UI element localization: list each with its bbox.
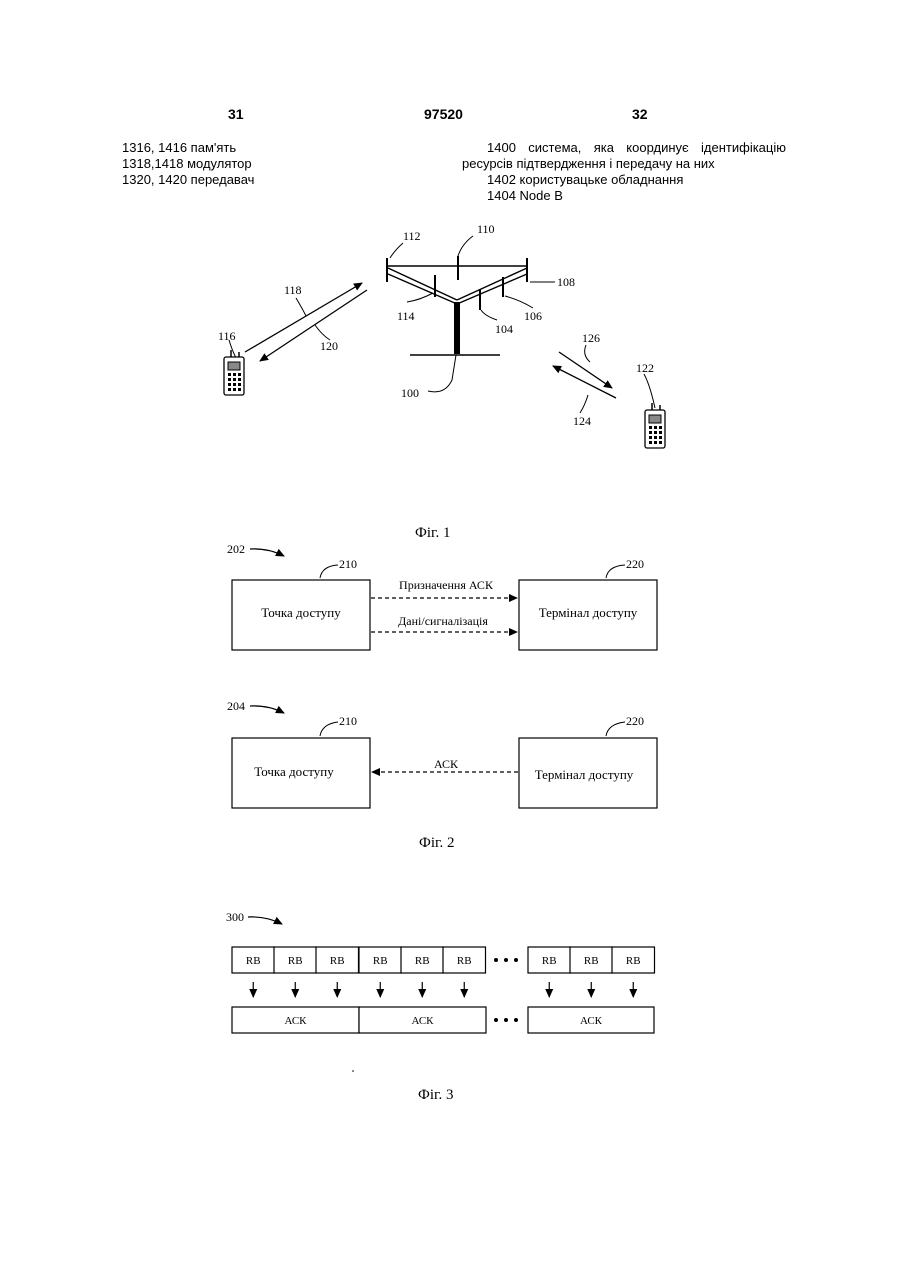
access-point-label-bottom: Точка доступу (254, 764, 334, 779)
link-120-arrow (260, 290, 367, 361)
rb-label: RB (330, 955, 345, 967)
fig2-ref-202: 202 (227, 542, 245, 556)
fig2-caption: Фіг. 2 (419, 835, 454, 851)
tower-mast (454, 302, 460, 354)
rb-label: RB (457, 955, 472, 967)
rb-label: RB (246, 955, 261, 967)
ack-row: АСК АСК АСК (232, 1007, 654, 1033)
access-point-label-top: Точка доступу (261, 605, 341, 620)
at-ref-220-bottom: 220 (626, 714, 644, 728)
fig2-diagram: 202 Точка доступу Термінал доступу 210 2… (227, 542, 657, 851)
ellipsis-top (494, 958, 518, 962)
link-118-arrow (245, 283, 362, 352)
ack-cell-label: АСК (580, 1015, 603, 1027)
fig2-ref-204: 204 (227, 699, 245, 713)
fig3-diagram: 300 RB RB RB RB RB RB RB RB RB АСК АСК АСК Фіг. 3 (226, 910, 655, 1103)
ap-ref-210-bottom: 210 (339, 714, 357, 728)
fig1-caption: Фіг. 1 (415, 525, 450, 541)
rb-label: RB (584, 955, 599, 967)
ack-cell-label: АСК (284, 1015, 307, 1027)
label-122: 122 (636, 361, 654, 375)
label-112: 112 (403, 229, 421, 243)
label-104: 104 (495, 322, 513, 336)
label-120: 120 (320, 339, 338, 353)
ack-cell-label: АСК (411, 1015, 434, 1027)
at-ref-220-top: 220 (626, 557, 644, 571)
rb-label: RB (542, 955, 557, 967)
ap-ref-210-top: 210 (339, 557, 357, 571)
fig3-caption: Фіг. 3 (418, 1087, 453, 1103)
rb-label: RB (288, 955, 303, 967)
label-118: 118 (284, 283, 302, 297)
label-100: 100 (401, 386, 419, 400)
mobile-phone-122-icon (645, 403, 665, 448)
access-terminal-label-top: Термінал доступу (539, 605, 638, 620)
label-126: 126 (582, 331, 600, 345)
fig1-diagram: 112 110 108 114 104 106 118 120 116 100 … (218, 222, 665, 541)
mobile-phone-116-icon (224, 350, 244, 395)
rb-row: RB RB RB RB RB RB RB RB RB (232, 947, 655, 997)
link-124-arrow (553, 366, 616, 398)
label-108: 108 (557, 275, 575, 289)
rb-label: RB (373, 955, 388, 967)
access-terminal-label-bottom: Термінал доступу (535, 767, 634, 782)
ack-label: АСК (434, 757, 459, 771)
label-106: 106 (524, 309, 542, 323)
data-signaling-label: Дані/сигналізація (398, 614, 488, 628)
ack-assignment-label: Призначення АСК (399, 578, 494, 592)
rb-label: RB (626, 955, 641, 967)
label-114: 114 (397, 309, 415, 323)
stray-dot (352, 1070, 354, 1072)
label-110: 110 (477, 222, 495, 236)
rb-label: RB (415, 955, 430, 967)
ellipsis-bottom (494, 1018, 518, 1022)
label-124: 124 (573, 414, 591, 428)
fig3-ref-300: 300 (226, 910, 244, 924)
label-116: 116 (218, 329, 236, 343)
